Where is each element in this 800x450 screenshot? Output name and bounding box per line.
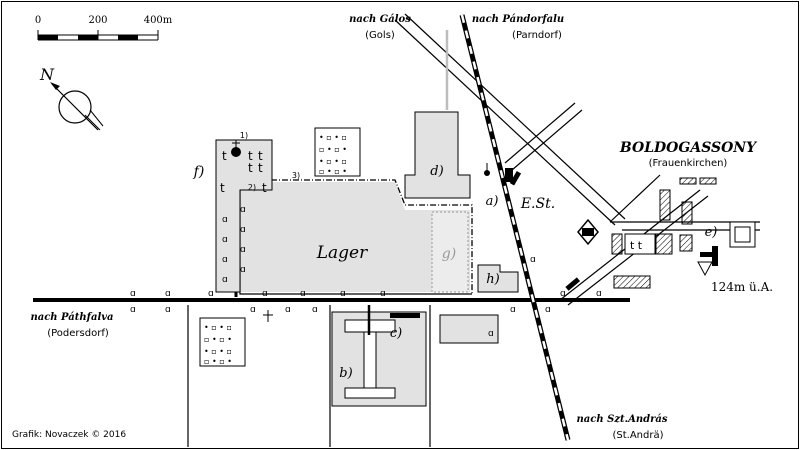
label-d: d) (430, 164, 443, 179)
dest-west-name: nach Páthfalva (30, 312, 113, 323)
svg-text:ɑ: ɑ (130, 289, 136, 299)
scale-tick-0: 0 (35, 15, 41, 26)
dest-north-left-name: nach Gálos (349, 14, 411, 25)
area-f: t t t t t t t (215, 139, 273, 293)
svg-text:t: t (248, 161, 253, 175)
svg-text:ɑ: ɑ (222, 255, 228, 265)
svg-text:ɑ: ɑ (240, 225, 246, 235)
dest-north-right-alt: (Parndorf) (512, 30, 562, 41)
svg-text:▫ • ▫ •: ▫ • ▫ • (319, 167, 347, 176)
scale-tick-400: 400m (144, 15, 173, 26)
svg-text:ɑ: ɑ (165, 289, 171, 299)
scale-bar: 0 200 400m (35, 15, 173, 41)
label-b: b) (339, 366, 352, 381)
town-buildings: t t (509, 170, 756, 291)
lager-label: Lager (316, 243, 368, 263)
north-label: N (39, 65, 55, 84)
railway-line (459, 14, 571, 441)
svg-text:ɑ: ɑ (208, 289, 214, 299)
svg-text:ɑ: ɑ (285, 305, 291, 315)
svg-text:▫ • ▫ •: ▫ • ▫ • (204, 357, 232, 366)
svg-text:ɑ: ɑ (222, 275, 228, 285)
roads (33, 13, 760, 447)
label-g: g) (442, 246, 456, 262)
svg-text:ɑ: ɑ (340, 289, 346, 299)
label-e: e) (705, 225, 718, 240)
svg-text:ɑ: ɑ (262, 289, 268, 299)
svg-text:ɑ: ɑ (312, 305, 318, 315)
svg-text:ɑ: ɑ (560, 289, 566, 299)
dest-west-alt: (Podersdorf) (47, 328, 109, 339)
cross-marker-icon (263, 310, 273, 322)
dest-north-left-alt: (Gols) (365, 30, 395, 41)
town-name: BOLDOGASSONY (619, 140, 758, 156)
church-icon (577, 218, 599, 246)
cemetery-south: • ▫ • ▫ ▫ • ▫ • • ▫ • ▫ ▫ • ▫ • (199, 317, 246, 367)
north-arrow-icon: N (39, 65, 104, 131)
svg-text:t: t (258, 161, 263, 175)
marker-1: 1) (240, 131, 248, 140)
label-f: f) (193, 164, 205, 180)
svg-text:t: t (258, 149, 263, 163)
svg-text:ɑ: ɑ (596, 289, 602, 299)
area-d (404, 111, 471, 199)
svg-text:t: t (222, 149, 227, 163)
building-south-center (439, 314, 499, 344)
dest-south-name: nach Szt.András (577, 414, 668, 425)
cemetery-north: • ▫ • ▫ ▫ • ▫ • • ▫ • ▫ ▫ • ▫ • (314, 127, 361, 177)
svg-text:ɑ: ɑ (165, 305, 171, 315)
svg-text:ɑ: ɑ (240, 265, 246, 275)
station-label: E.St. (520, 196, 555, 212)
svg-text:• ▫ • ▫: • ▫ • ▫ (319, 133, 347, 142)
label-h: h) (486, 272, 499, 287)
label-c: c) (390, 326, 402, 341)
lager-camp (238, 179, 473, 295)
svg-text:ɑ: ɑ (222, 215, 228, 225)
svg-text:ɑ: ɑ (545, 305, 551, 315)
svg-text:ɑ: ɑ (488, 329, 494, 339)
marker-3: 3) (292, 171, 300, 180)
svg-text:ɑ: ɑ (240, 205, 246, 215)
station-building (484, 163, 513, 182)
svg-text:• ▫ • ▫: • ▫ • ▫ (204, 347, 232, 356)
label-a: a) (486, 194, 499, 209)
svg-text:ɑ: ɑ (380, 289, 386, 299)
svg-text:ɑ: ɑ (300, 289, 306, 299)
svg-text:▫ • ▫ •: ▫ • ▫ • (319, 145, 347, 154)
svg-text:t t: t t (630, 239, 643, 252)
credit-label: Grafik: Novaczek © 2016 (12, 430, 126, 440)
svg-text:• ▫ • ▫: • ▫ • ▫ (319, 157, 347, 166)
dest-north-right-name: nach Pándorfalu (472, 14, 564, 25)
svg-text:ɑ: ɑ (130, 305, 136, 315)
svg-text:ɑ: ɑ (530, 255, 536, 265)
scale-tick-200: 200 (88, 15, 107, 26)
dest-south-alt: (St.Andrä) (612, 430, 663, 441)
svg-text:• ▫ • ▫: • ▫ • ▫ (204, 323, 232, 332)
svg-text:ɑ: ɑ (240, 245, 246, 255)
elevation-label: 124m ü.A. (711, 280, 773, 294)
area-h (477, 264, 519, 293)
svg-text:ɑ: ɑ (250, 305, 256, 315)
svg-text:▫ • ▫ •: ▫ • ▫ • (204, 335, 232, 344)
svg-text:t: t (220, 181, 225, 195)
svg-text:ɑ: ɑ (510, 305, 516, 315)
svg-text:ɑ: ɑ (222, 235, 228, 245)
svg-text:t: t (262, 181, 267, 195)
area-b (331, 305, 427, 407)
svg-text:t: t (248, 149, 253, 163)
marker-2: 2) (248, 183, 256, 192)
labels: nach Gálos (Gols) nach Pándorfalu (Parnd… (12, 14, 773, 441)
town-alt: (Frauenkirchen) (649, 158, 728, 169)
